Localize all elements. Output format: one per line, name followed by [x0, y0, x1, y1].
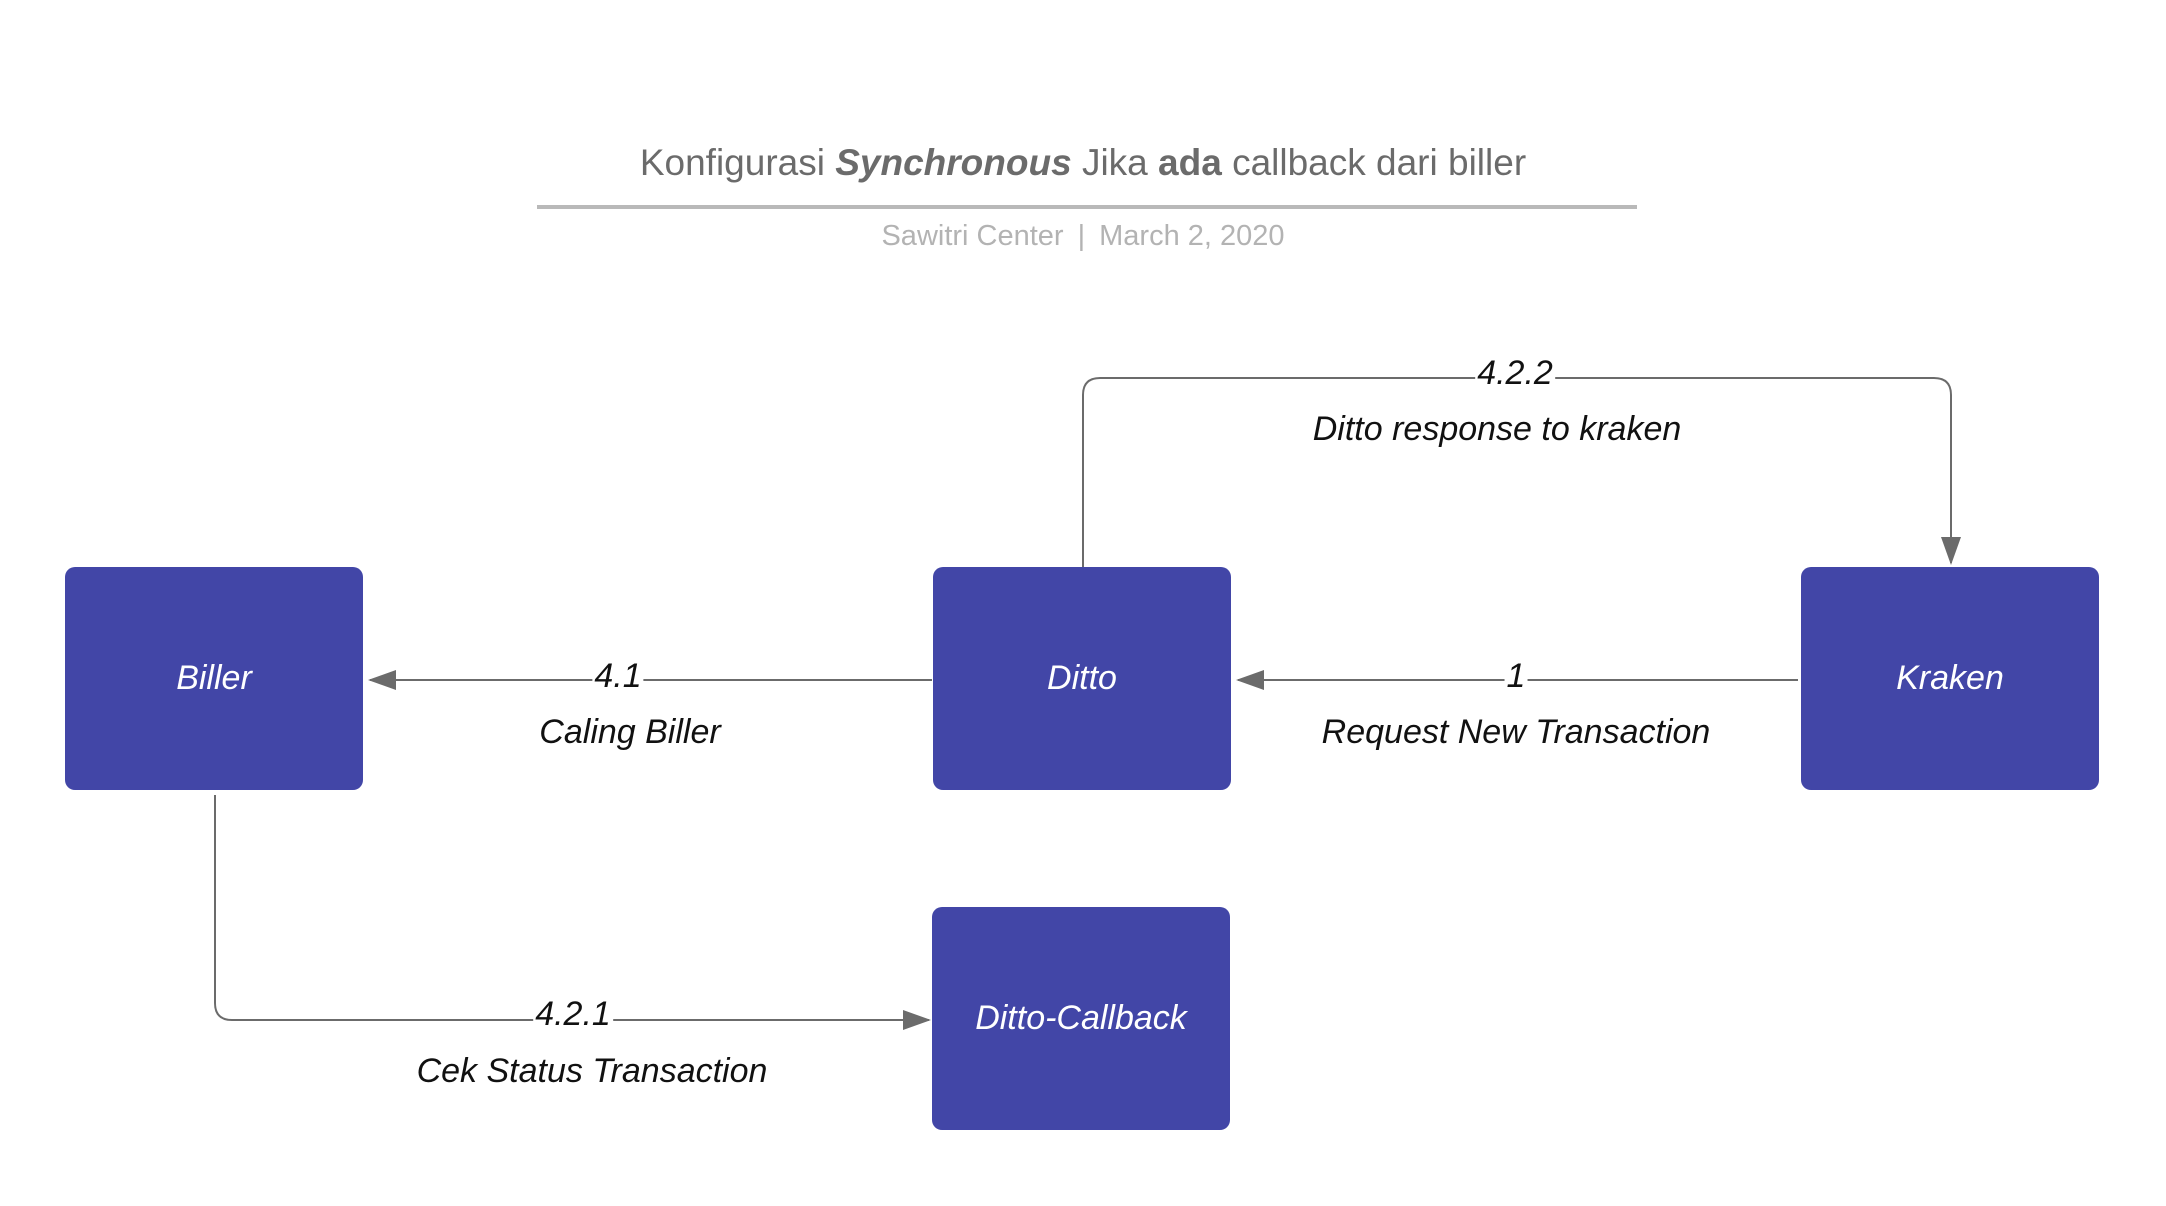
title-part-5: callback dari biller	[1232, 142, 1527, 183]
subtitle-separator: |	[1077, 220, 1086, 252]
edge-ditto-to-kraken-step: 4.2.2	[1475, 354, 1555, 392]
diagram-subtitle: Sawitri Center | March 2, 2020	[0, 220, 2166, 253]
diagram-title: Konfigurasi Synchronous Jika ada callbac…	[0, 142, 2166, 184]
edge-kraken-to-ditto-step: 1	[1504, 657, 1528, 695]
title-part-1: Konfigurasi	[639, 142, 825, 183]
edge-ditto-to-biller-label: Caling Biller	[539, 713, 721, 751]
title-part-3: Jika	[1081, 142, 1148, 183]
date: March 2, 2020	[1099, 220, 1285, 252]
node-ditto: Ditto	[933, 567, 1231, 790]
author: Sawitri Center	[881, 220, 1064, 252]
edge-kraken-to-ditto-label: Request New Transaction	[1321, 713, 1711, 751]
node-ditto-callback: Ditto-Callback	[932, 907, 1230, 1130]
edge-biller-to-callback-step: 4.2.1	[533, 995, 613, 1033]
title-divider	[537, 205, 1637, 209]
edge-biller-to-callback-label: Cek Status Transaction	[416, 1052, 768, 1090]
title-part-4: ada	[1158, 142, 1222, 183]
edge-biller-to-callback	[214, 795, 931, 1030]
title-part-2: Synchronous	[835, 142, 1072, 183]
node-ditto-callback-label: Ditto-Callback	[975, 999, 1187, 1037]
node-biller: Biller	[65, 567, 363, 790]
edge-ditto-to-biller-step: 4.1	[592, 657, 644, 695]
edge-ditto-to-kraken-label: Ditto response to kraken	[1312, 410, 1682, 448]
node-kraken: Kraken	[1801, 567, 2099, 790]
node-ditto-label: Ditto	[1047, 659, 1117, 697]
node-biller-label: Biller	[176, 659, 252, 697]
node-kraken-label: Kraken	[1896, 659, 2004, 697]
edge-ditto-to-kraken	[1082, 377, 1961, 567]
